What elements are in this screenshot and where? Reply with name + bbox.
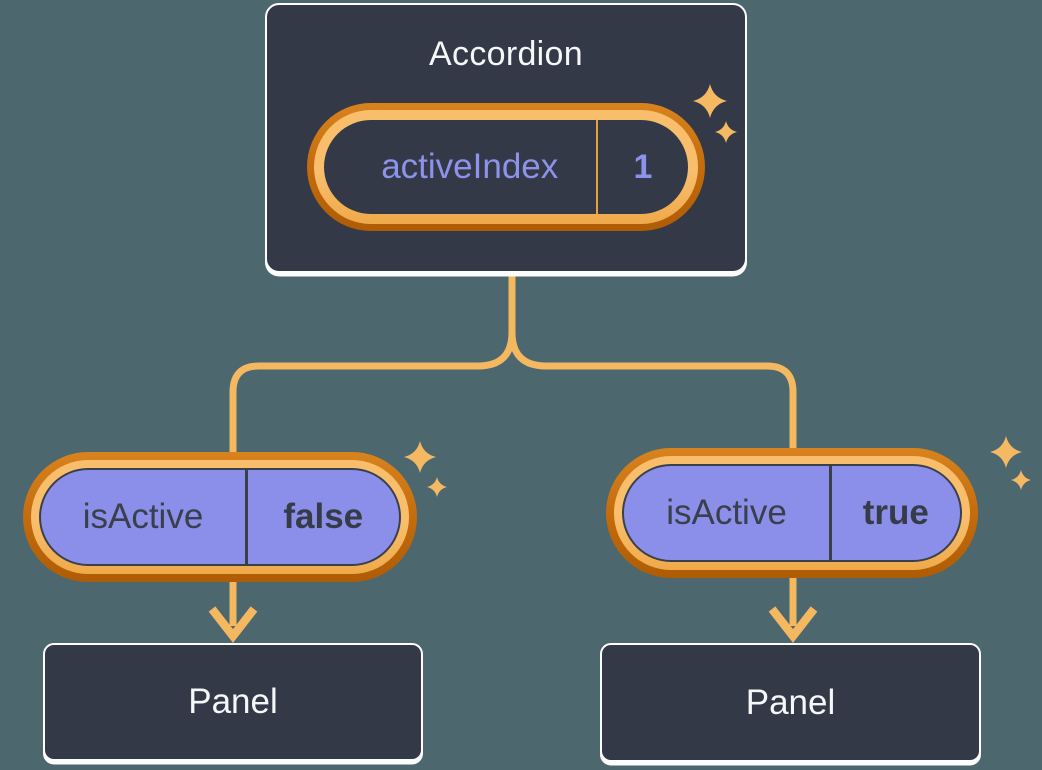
panel-component-box-left: Panel: [43, 643, 423, 761]
panel-title: Panel: [188, 682, 278, 721]
panel-component-box-right: Panel: [600, 643, 981, 762]
prop-pill-core: isActive true: [622, 464, 962, 562]
prop-pill-divider: [245, 470, 248, 564]
prop-pill-label: isActive: [82, 497, 204, 536]
arrow-left-head-icon: [208, 606, 258, 643]
state-pill-active-index: activeIndex 1: [307, 103, 705, 231]
state-pill-core: activeIndex 1: [324, 120, 688, 214]
prop-pill-divider: [829, 466, 832, 560]
prop-pill-core: isActive false: [39, 468, 401, 566]
prop-pill-inner-ring: isActive true: [614, 456, 970, 570]
prop-pill-value: true: [862, 493, 929, 532]
prop-pill-is-active-true: isActive true: [606, 448, 978, 578]
prop-pill-label: isActive: [666, 493, 787, 532]
branch-left-line: [229, 266, 516, 462]
state-pill-inner-ring: activeIndex 1: [314, 110, 698, 224]
prop-pill-value: false: [283, 497, 364, 536]
branch-right-line: [508, 331, 797, 458]
state-pill-value: 1: [633, 147, 653, 186]
arrow-right-head-icon: [768, 606, 818, 643]
prop-pill-is-active-false: isActive false: [23, 452, 417, 582]
accordion-title: Accordion: [429, 35, 583, 73]
prop-pill-inner-ring: isActive false: [31, 460, 409, 574]
panel-title: Panel: [745, 682, 836, 722]
state-pill-label: activeIndex: [381, 147, 559, 186]
state-pill-divider: [595, 120, 598, 214]
